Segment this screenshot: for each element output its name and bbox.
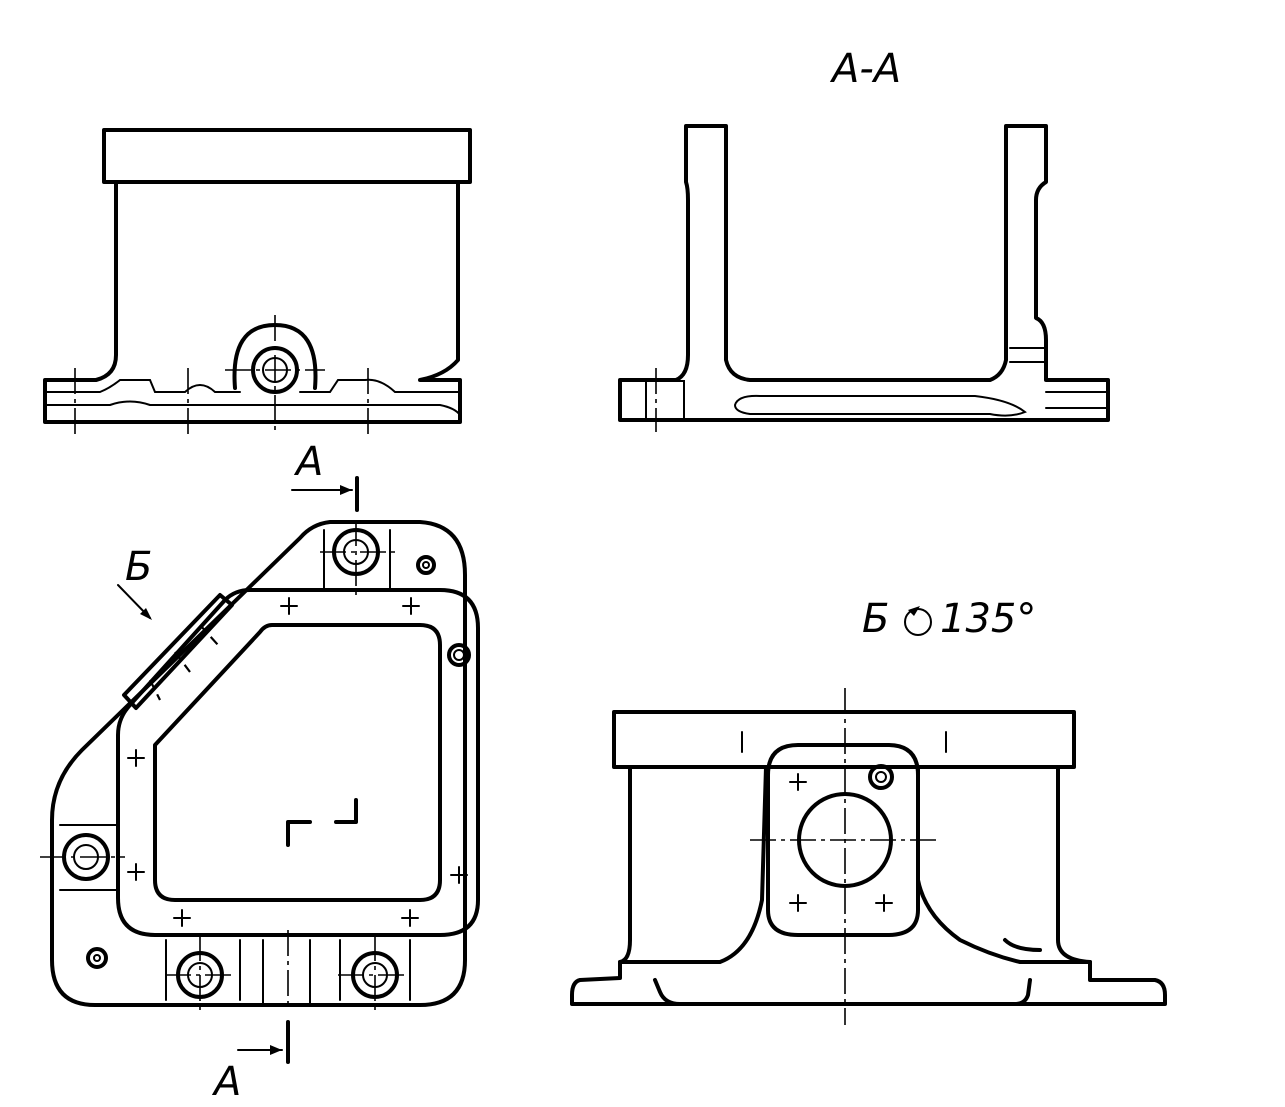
view-title-letter: Б	[862, 596, 889, 642]
rotate-icon	[904, 606, 932, 636]
section-mark-top: А	[293, 439, 323, 485]
top-view: А А Б	[40, 439, 480, 1105]
threaded-hole	[86, 555, 471, 969]
view-b: Б 135°	[570, 596, 1167, 1025]
view-title-angle: 135°	[940, 596, 1036, 642]
view-mark: Б	[125, 544, 152, 590]
section-mark-bottom: А	[211, 1059, 241, 1105]
section-title: А-А	[829, 46, 901, 92]
threaded-hole	[868, 764, 894, 790]
front-view	[43, 128, 472, 435]
section-a-a: А-А	[618, 46, 1110, 432]
